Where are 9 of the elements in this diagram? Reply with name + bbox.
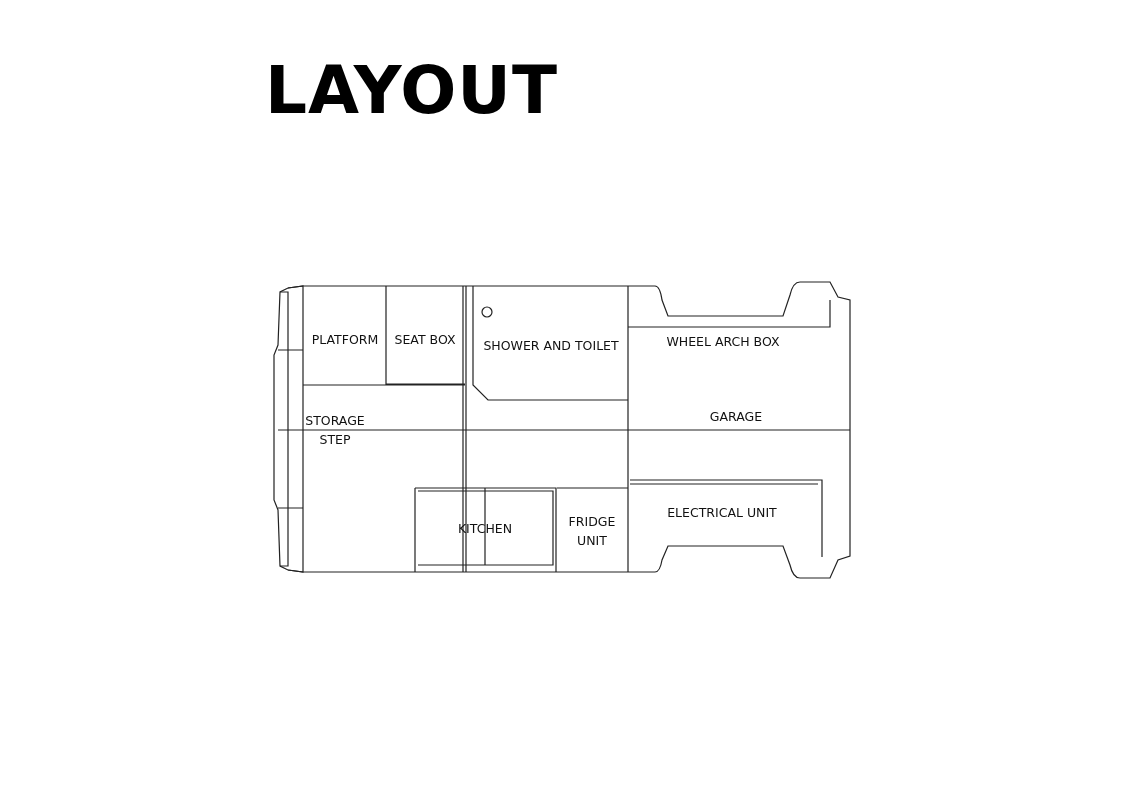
room-label: GARAGE <box>709 407 763 426</box>
page-title: LAYOUT <box>265 58 558 124</box>
room-label: SEAT BOX <box>394 330 456 349</box>
room-label: FRIDGE UNIT <box>567 513 617 550</box>
room-label: ELECTRICAL UNIT <box>667 503 777 522</box>
room-label: SHOWER AND TOILET <box>483 336 619 355</box>
room-label: WHEEL ARCH BOX <box>666 332 780 351</box>
room-label: STORAGE STEP <box>304 412 366 449</box>
room-label: PLATFORM <box>311 330 379 349</box>
